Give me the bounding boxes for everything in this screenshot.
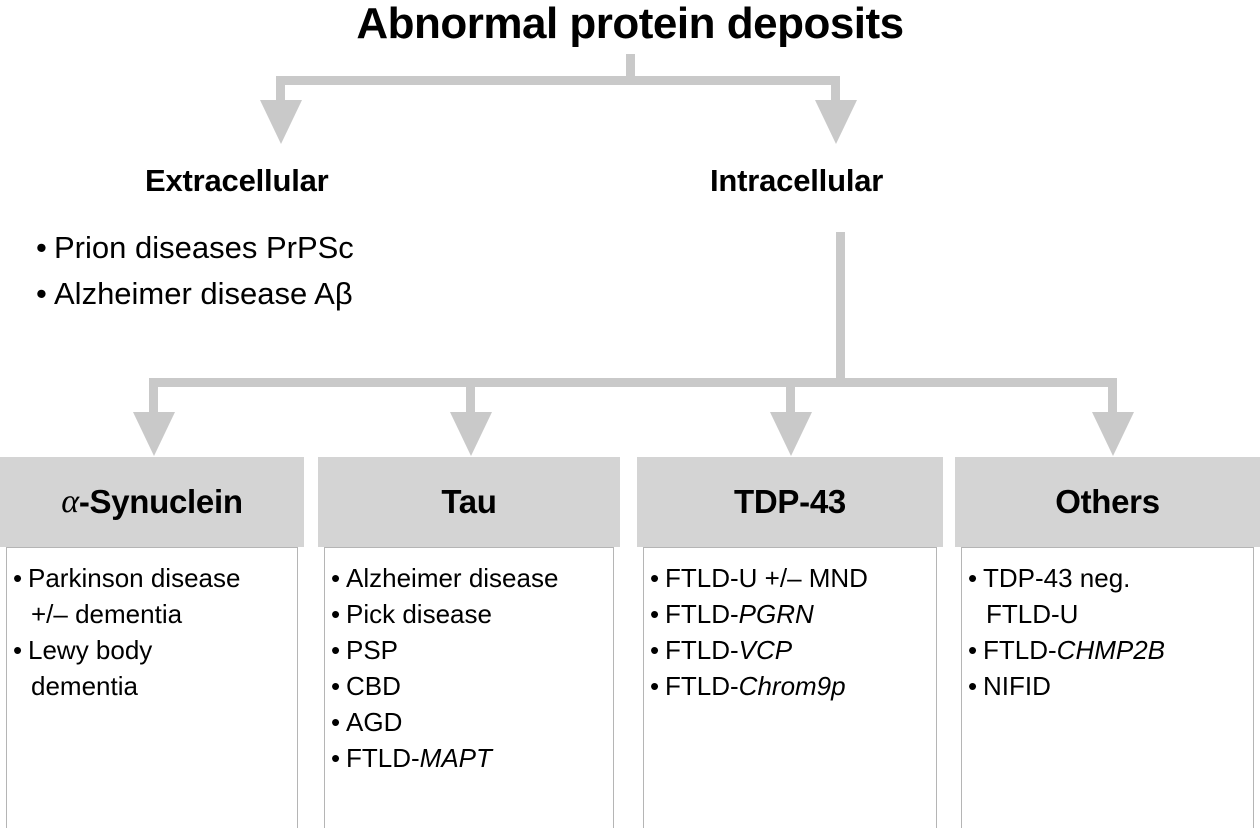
connector-title-stem: [626, 54, 635, 80]
list-item-label: FTLD-U +/– MND: [665, 563, 868, 593]
connector-drop-alpha-synuclein: [149, 378, 158, 414]
bullet-icon: •: [331, 707, 341, 737]
category-title-alpha-synuclein: α-Synuclein: [0, 457, 304, 547]
bullet-icon: •: [650, 635, 660, 665]
list-item-label: FTLD-: [983, 635, 1057, 665]
bullet-icon: •: [331, 635, 341, 665]
list-item-label: FTLD-: [665, 671, 739, 701]
list-item-label: Alzheimer disease: [346, 563, 559, 593]
list-item: •Alzheimer disease Aβ: [36, 271, 596, 317]
connector-intracellular-drop: [831, 76, 840, 102]
list-item-label: CBD: [346, 671, 401, 701]
list-item-continuation: +/– dementia: [31, 599, 183, 629]
connector-level3-bar: [149, 378, 1117, 387]
bullet-icon: •: [968, 563, 978, 593]
connector-drop-others: [1108, 378, 1117, 414]
list-item: •FTLD-VCP: [650, 632, 932, 668]
bullet-icon: •: [13, 635, 23, 665]
category-title-tau: Tau: [318, 457, 620, 547]
list-item-gene: VCP: [738, 635, 793, 665]
list-item-label: FTLD-: [665, 599, 739, 629]
arrow-others-icon: [1092, 412, 1134, 456]
list-item-gene: MAPT: [419, 743, 492, 773]
bullet-icon: •: [650, 599, 660, 629]
arrow-alpha-synuclein-icon: [133, 412, 175, 456]
list-item: •CBD: [331, 668, 609, 704]
connector-drop-tdp43: [786, 378, 795, 414]
list-item-label: Parkinson disease: [28, 563, 241, 593]
bullet-icon: •: [36, 276, 47, 311]
category-title-text: TDP-43: [734, 483, 846, 520]
list-item-label: TDP-43 neg.: [983, 563, 1131, 593]
list-item-label: PSP: [346, 635, 399, 665]
list-item-continuation: FTLD-U: [986, 599, 1079, 629]
connector-level1-bar: [276, 76, 840, 85]
connector-drop-tau: [466, 378, 475, 414]
arrow-intracellular-icon: [815, 100, 857, 144]
bullet-icon: •: [331, 671, 341, 701]
list-item: •PSP: [331, 632, 609, 668]
list-item-gene: CHMP2B: [1056, 635, 1166, 665]
bullet-icon: •: [650, 563, 660, 593]
list-item: •AGD: [331, 704, 609, 740]
bullet-icon: •: [331, 563, 341, 593]
bullet-icon: •: [331, 599, 341, 629]
list-item: •Parkinson disease: [13, 560, 293, 596]
list-item: •Alzheimer disease: [331, 560, 609, 596]
arrow-extracellular-icon: [260, 100, 302, 144]
branch-heading-extracellular: Extracellular: [145, 163, 329, 198]
list-item: •Pick disease: [331, 596, 609, 632]
list-item: •Prion diseases PrPSc: [36, 225, 596, 271]
list-item: •NIFID: [968, 668, 1249, 704]
list-item-label: Lewy body: [28, 635, 153, 665]
list-item-label: Pick disease: [346, 599, 492, 629]
list-item-gene: Chrom9p: [738, 671, 846, 701]
list-item: •FTLD-PGRN: [650, 596, 932, 632]
arrow-tdp43-icon: [770, 412, 812, 456]
extracellular-list: •Prion diseases PrPSc •Alzheimer disease…: [36, 225, 596, 317]
list-item-continuation: dementia: [31, 671, 138, 701]
category-body-alpha-synuclein: •Parkinson disease +/– dementia •Lewy bo…: [6, 547, 298, 828]
category-body-tau: •Alzheimer disease •Pick disease •PSP •C…: [324, 547, 614, 828]
arrow-tau-icon: [450, 412, 492, 456]
category-box-tdp43: TDP-43 •FTLD-U +/– MND •FTLD-PGRN •FTLD-…: [637, 457, 943, 832]
category-title-tdp43: TDP-43: [637, 457, 943, 547]
category-title-others: Others: [955, 457, 1260, 547]
category-title-text: -Synuclein: [78, 483, 243, 520]
list-item-label: NIFID: [983, 671, 1051, 701]
list-item-label: FTLD-: [665, 635, 739, 665]
list-item: •FTLD-U +/– MND: [650, 560, 932, 596]
bullet-icon: •: [13, 563, 23, 593]
list-item-label: Prion diseases PrPSc: [54, 230, 354, 265]
connector-extracellular-drop: [276, 76, 285, 102]
category-body-others: •TDP-43 neg. FTLD-U •FTLD-CHMP2B •NIFID: [961, 547, 1254, 828]
list-item-gene: PGRN: [738, 599, 814, 629]
bullet-icon: •: [650, 671, 660, 701]
list-item: •Lewy body: [13, 632, 293, 668]
branch-heading-intracellular: Intracellular: [710, 163, 884, 198]
list-item: •FTLD-Chrom9p: [650, 668, 932, 704]
category-box-tau: Tau •Alzheimer disease •Pick disease •PS…: [318, 457, 620, 832]
list-item-label: AGD: [346, 707, 403, 737]
bullet-icon: •: [968, 635, 978, 665]
category-title-text: Tau: [441, 483, 497, 520]
bullet-icon: •: [36, 230, 47, 265]
connector-intracellular-stem: [836, 232, 845, 380]
category-box-others: Others •TDP-43 neg. FTLD-U •FTLD-CHMP2B …: [955, 457, 1260, 832]
category-title-text: Others: [1055, 483, 1160, 520]
list-item-label: FTLD-: [346, 743, 420, 773]
list-item-label: Alzheimer disease Aβ: [54, 276, 353, 311]
page-title: Abnormal protein deposits: [356, 0, 904, 48]
list-item: •TDP-43 neg.: [968, 560, 1249, 596]
list-item: •FTLD-MAPT: [331, 740, 609, 776]
bullet-icon: •: [968, 671, 978, 701]
alpha-symbol-icon: α: [61, 483, 79, 520]
category-body-tdp43: •FTLD-U +/– MND •FTLD-PGRN •FTLD-VCP •FT…: [643, 547, 937, 828]
list-item: •FTLD-CHMP2B: [968, 632, 1249, 668]
category-box-alpha-synuclein: α-Synuclein •Parkinson disease +/– demen…: [0, 457, 304, 832]
bullet-icon: •: [331, 743, 341, 773]
